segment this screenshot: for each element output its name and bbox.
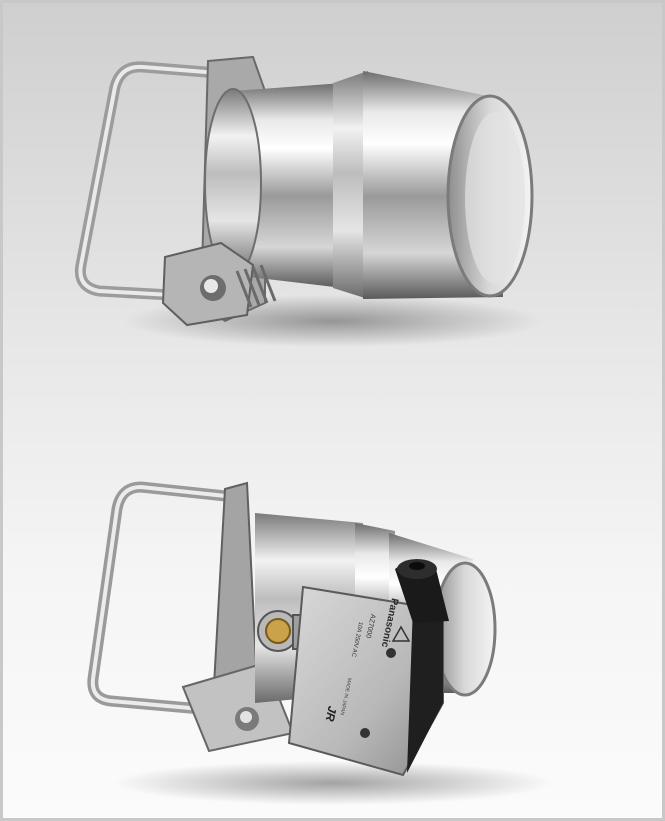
bottom-nozzle: Panasonic AZ7000 10A 250V AC JR MADE IN …	[87, 481, 553, 805]
product-photo: Panasonic AZ7000 10A 250V AC JR MADE IN …	[74, 55, 553, 805]
switch-maker-mark: JR	[323, 705, 340, 723]
switch-model: AZ7000	[364, 613, 376, 639]
limit-switch: Panasonic AZ7000 10A 250V AC JR MADE IN …	[287, 559, 449, 777]
top-nozzle	[74, 55, 543, 347]
